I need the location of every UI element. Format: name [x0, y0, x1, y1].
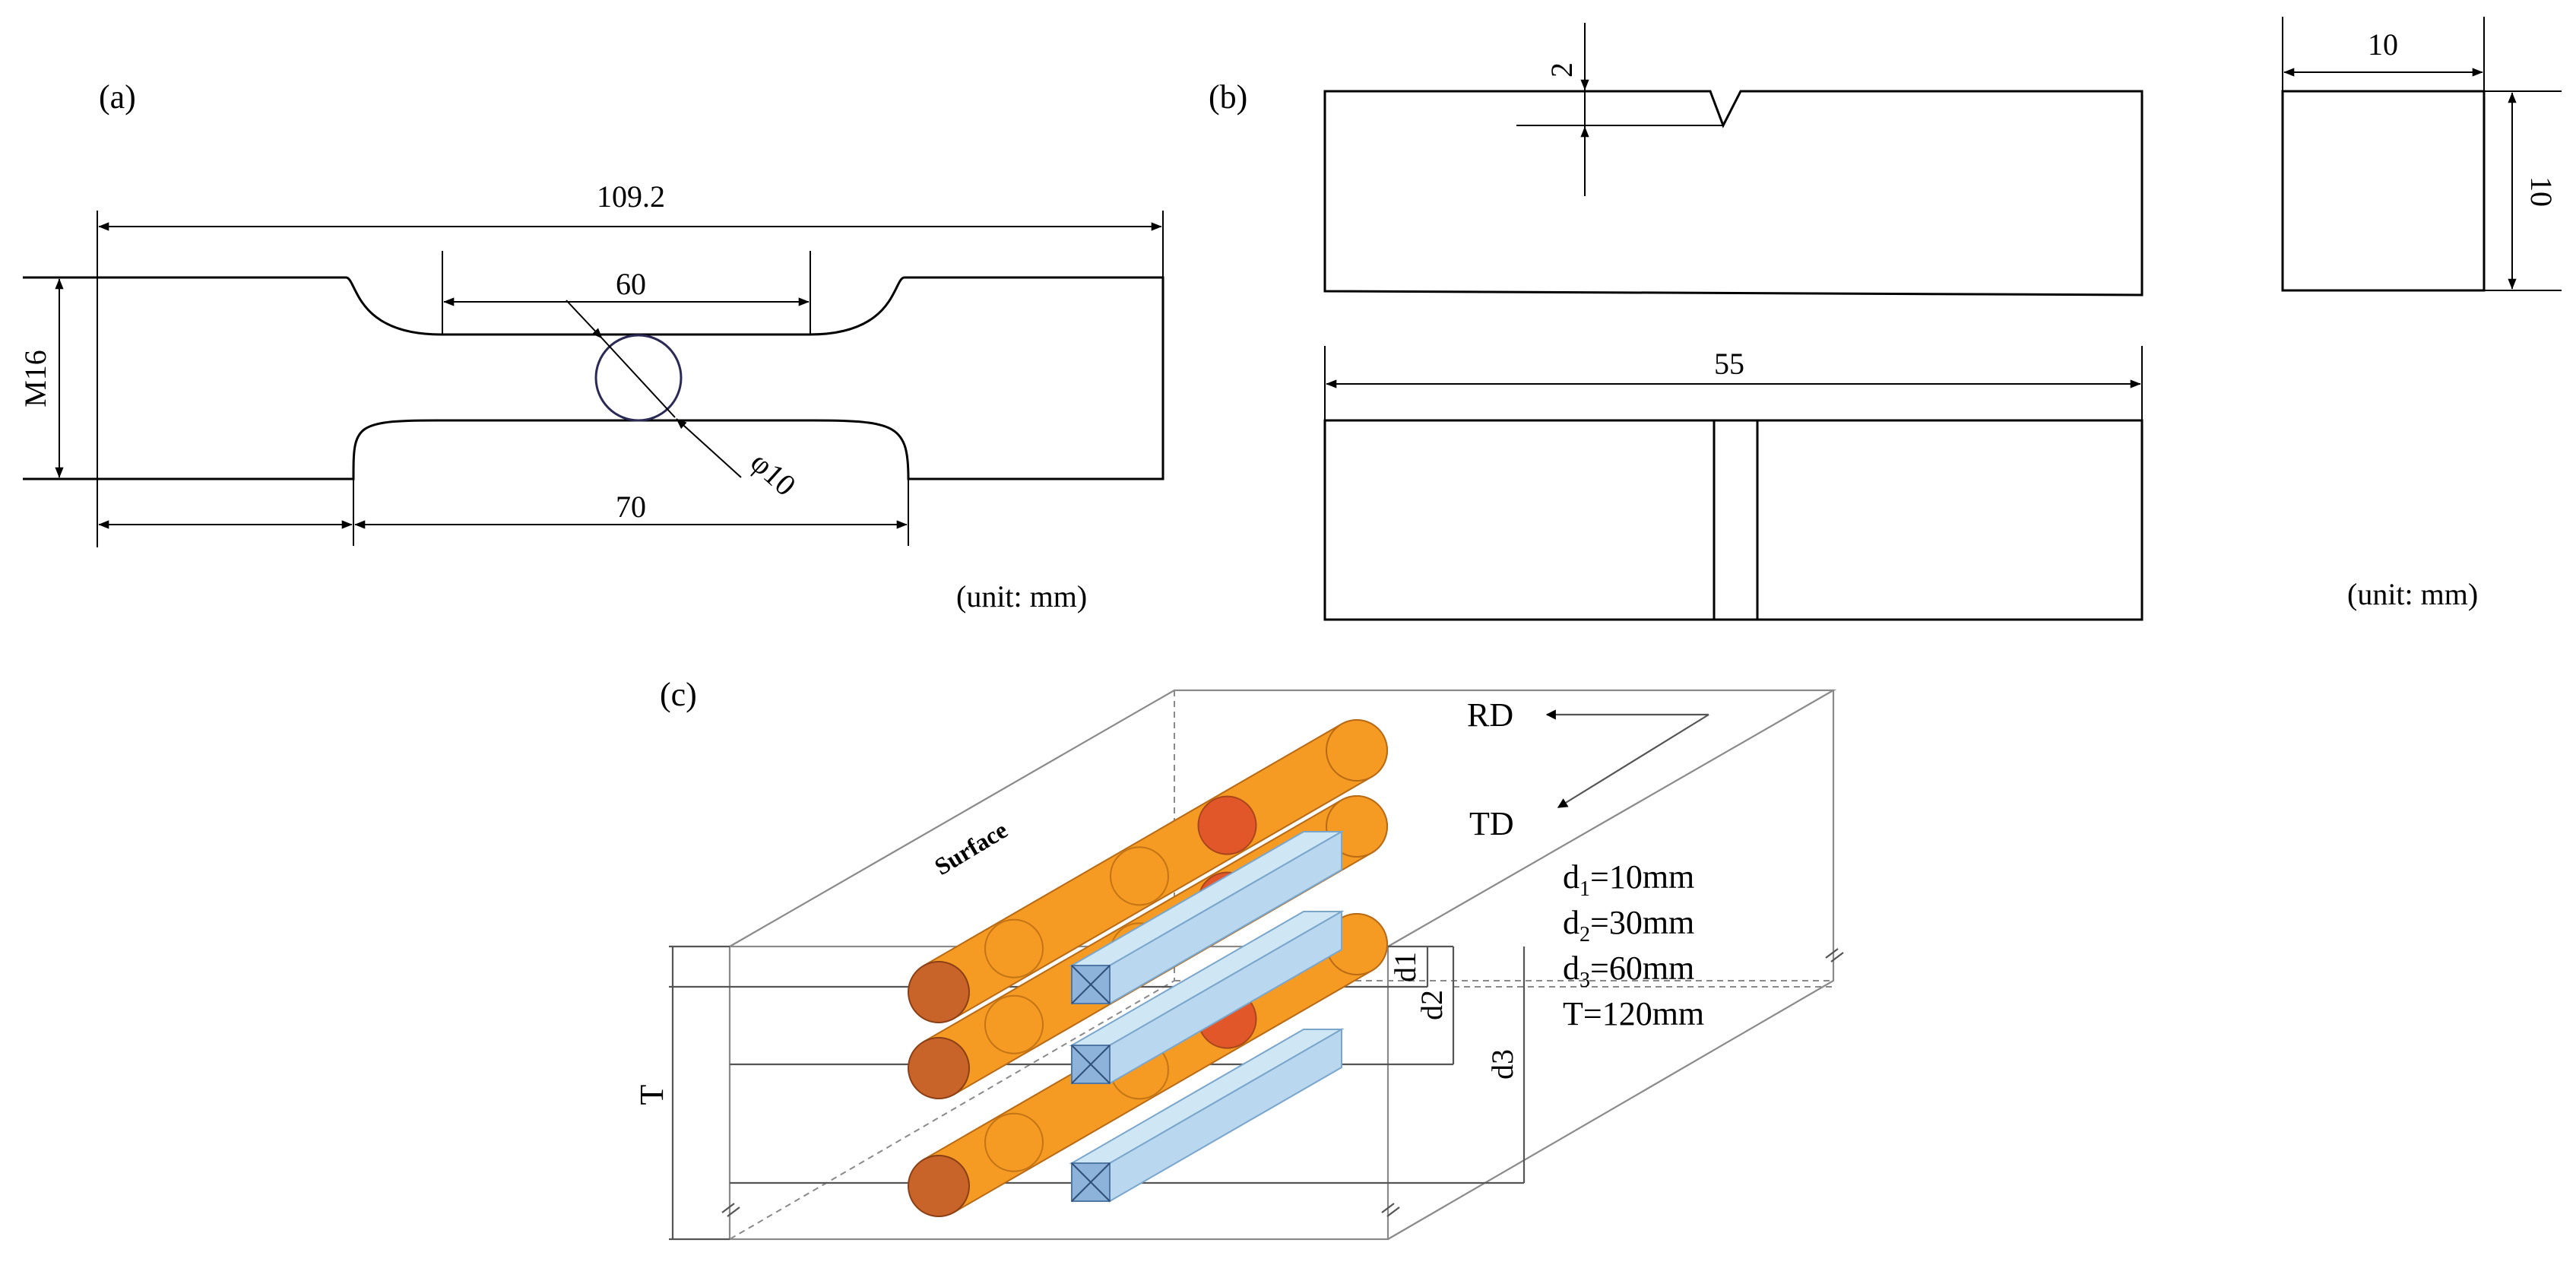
- td-arrow: [1557, 714, 1709, 808]
- dim-gauge-label: 60: [616, 267, 646, 301]
- diameter-leader-top: [566, 300, 603, 339]
- dim-height-label: 10: [2524, 176, 2559, 207]
- section-circle: [594, 334, 683, 422]
- surface-label: Surface: [930, 816, 1012, 880]
- charpy-top-view: [1323, 419, 2143, 621]
- rd-label: RD: [1467, 696, 1513, 734]
- rod-layer: [908, 719, 1388, 1217]
- rod-far-end-1: [1326, 719, 1388, 782]
- panel-a-tensile-specimen: (a) 109.2 60 M16 70 φ10 (unit: mm): [18, 78, 1164, 614]
- dim-thread-label: M16: [18, 350, 52, 407]
- rod-near-end-2: [908, 1037, 970, 1099]
- panel-b-unit: (unit: mm): [2347, 577, 2478, 611]
- rod-near-end-3: [908, 1155, 970, 1217]
- break-marks: [721, 948, 1844, 1217]
- rod-ring-1-0: [984, 918, 1044, 978]
- diameter-leader-mid: [601, 338, 676, 418]
- d3-spec: d3=60mm: [1563, 950, 1694, 992]
- d2-dim-label: d2: [1415, 990, 1449, 1020]
- bar-cross-2: [1071, 1045, 1111, 1084]
- rod-ring-3-0: [984, 1112, 1044, 1172]
- charpy-front-view: [1323, 90, 2143, 296]
- charpy-side-view: [2281, 90, 2486, 292]
- d2-spec: d2=30mm: [1563, 904, 1694, 946]
- d1-spec: d1=10mm: [1563, 858, 1694, 901]
- plate-top-face: [729, 689, 1837, 947]
- rod-ring-2-0: [984, 994, 1044, 1054]
- panel-b-label: (b): [1209, 78, 1247, 116]
- d1-dim-label: d1: [1388, 952, 1422, 982]
- bar-cross-3: [1071, 1162, 1111, 1202]
- dim-total-label: 109.2: [597, 179, 665, 214]
- td-label: TD: [1469, 805, 1514, 842]
- bar-cross-1: [1071, 965, 1111, 1004]
- t-axis-label: T: [633, 1084, 670, 1105]
- plate-right-face: [1387, 690, 1835, 1240]
- rod-near-end-1: [908, 961, 970, 1023]
- dim-length-label: 55: [1714, 347, 1744, 381]
- rod-cut-1: [1197, 795, 1257, 855]
- d3-dim-label: d3: [1485, 1049, 1519, 1080]
- dim-width-label: 10: [2368, 27, 2398, 62]
- rod-ring-1-1: [1110, 846, 1169, 906]
- t-spec: T=120mm: [1563, 995, 1704, 1032]
- panel-c-label: (c): [660, 676, 697, 713]
- diameter-leader-bottom: [676, 418, 742, 478]
- panel-a-unit: (unit: mm): [956, 579, 1087, 614]
- panel-c-sampling-diagram: (c) T d1 d2: [633, 676, 1844, 1241]
- dim-notch-label: 2: [1545, 62, 1579, 78]
- tensile-specimen-outline: [23, 276, 1164, 480]
- dim-diameter-label: φ10: [744, 445, 803, 503]
- dim-reduced-label: 70: [616, 490, 646, 524]
- panel-a-label: (a): [99, 78, 136, 116]
- panel-b-charpy-specimen: (b) 2 55 10 10 (unit: mm): [1209, 17, 2562, 621]
